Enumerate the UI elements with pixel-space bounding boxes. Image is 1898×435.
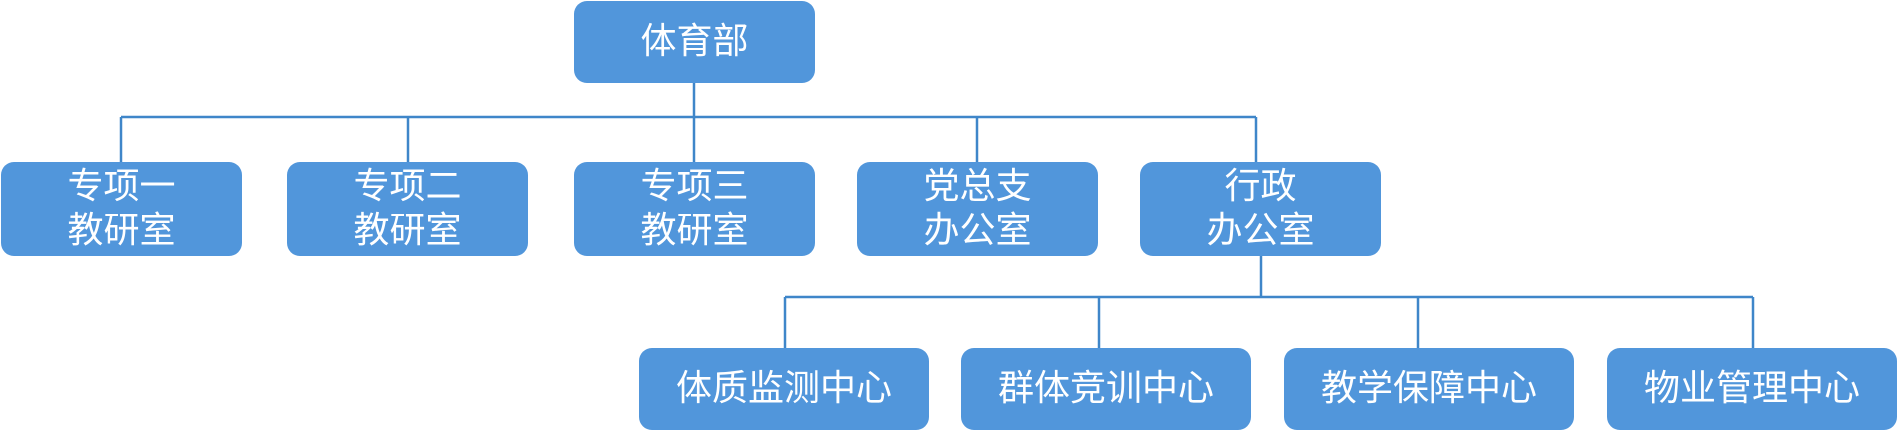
node-tizhi-jiance-label: 体质监测中心 [675, 368, 892, 409]
node-dangzongzhi: 党总支 办公室 [857, 162, 1098, 256]
node-jiaoxue-baozhang: 教学保障中心 [1284, 348, 1574, 430]
node-jiaoxue-baozhang-label: 教学保障中心 [1320, 368, 1537, 409]
node-xingzheng-line-2: 办公室 [1206, 210, 1315, 251]
node-wuye-guanli: 物业管理中心 [1607, 348, 1897, 430]
node-zhuanxiang-3-line-2: 教研室 [640, 210, 749, 251]
node-root: 体育部 [574, 1, 815, 83]
node-qunti-jingxun-label: 群体竞训中心 [997, 368, 1214, 409]
node-dangzongzhi-line-2: 办公室 [923, 210, 1032, 251]
node-xingzheng-line-1: 行政 [1224, 166, 1297, 207]
node-zhuanxiang-2-line-1: 专项二 [353, 166, 462, 207]
node-qunti-jingxun: 群体竞训中心 [961, 348, 1251, 430]
node-zhuanxiang-3-line-1: 专项三 [640, 166, 749, 207]
node-zhuanxiang-1: 专项一 教研室 [1, 162, 242, 256]
node-dangzongzhi-line-1: 党总支 [923, 166, 1032, 207]
node-root-label: 体育部 [640, 21, 749, 62]
node-wuye-guanli-label: 物业管理中心 [1643, 368, 1860, 409]
node-tizhi-jiance: 体质监测中心 [639, 348, 929, 430]
node-zhuanxiang-2: 专项二 教研室 [287, 162, 528, 256]
node-xingzheng: 行政 办公室 [1140, 162, 1381, 256]
node-zhuanxiang-1-line-2: 教研室 [67, 210, 176, 251]
node-zhuanxiang-3: 专项三 教研室 [574, 162, 815, 256]
node-zhuanxiang-1-line-1: 专项一 [67, 166, 176, 207]
node-zhuanxiang-2-line-2: 教研室 [353, 210, 462, 251]
